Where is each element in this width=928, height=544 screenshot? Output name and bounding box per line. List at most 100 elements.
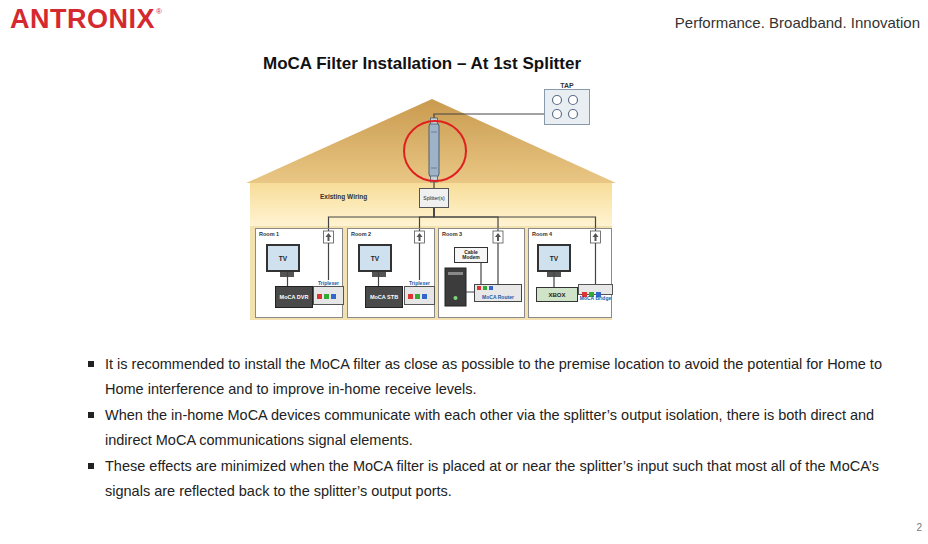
device-label: Splitter(s) (423, 195, 444, 201)
roof (246, 99, 616, 183)
outlet-arrow (326, 233, 332, 241)
port-square (483, 286, 487, 290)
bullet-text: These effects are minimized when the MoC… (88, 454, 910, 504)
bullet-text: When the in-home MoCA devices communicat… (88, 403, 910, 453)
port-square (415, 294, 420, 299)
pc-tower (445, 268, 466, 306)
device-label: MoCA DVR (280, 294, 309, 300)
port-square (422, 294, 427, 299)
router-ports (477, 286, 497, 292)
coax-wire (420, 208, 435, 280)
bullet-text: It is recommended to install the MoCA fi… (88, 352, 910, 402)
room-box: Room 3 Cable ModemMoCA Router (438, 228, 525, 318)
room-label: Room 3 (439, 229, 524, 239)
port-square (324, 294, 329, 299)
bridge-box: MoCA Bridge (578, 284, 613, 306)
coax-wire (329, 208, 435, 280)
coax-wire (434, 208, 596, 284)
port-square (477, 286, 481, 290)
wiring-label: Existing Wiring (320, 193, 367, 200)
room-fill (438, 228, 525, 318)
coax-wire (287, 272, 288, 286)
room-label: Room 1 (256, 229, 342, 239)
modem-box: Cable Modem (454, 247, 488, 263)
device-label: Triplexer (404, 280, 435, 286)
filter-band (431, 168, 437, 169)
outlet-plate (493, 231, 503, 243)
page-number: 2 (880, 522, 922, 533)
device-body (578, 284, 613, 295)
room-fill (347, 228, 435, 318)
pc-led (454, 296, 458, 300)
wall-outlet (324, 231, 334, 243)
pc-cable (466, 292, 474, 293)
device-body (404, 286, 435, 305)
device-label: MoCA Router (482, 294, 514, 300)
outlet-arrow (495, 233, 501, 241)
tap-box: TAP (544, 82, 590, 130)
floor-band (250, 226, 612, 320)
port-square (489, 286, 493, 290)
triplexer-box: Triplexer (404, 280, 435, 308)
device-label: TV (279, 255, 287, 262)
coax-wire (434, 208, 498, 284)
outlet-plate (591, 231, 601, 243)
room-box: Room 4 TV XBOX MoCA Bridge (528, 228, 612, 318)
slide-title: MoCA Filter Installation – At 1st Splitt… (150, 54, 694, 74)
room-box: Room 1 TV MoCA DVR Triplexer (255, 228, 343, 318)
outlet-arrow (593, 233, 599, 241)
logo-text: ANTRONIX (10, 4, 155, 35)
attic-band (250, 183, 612, 226)
router-box: MoCA Router (474, 284, 522, 302)
wall-outlet (591, 231, 601, 243)
filter-band (431, 132, 437, 133)
device-body (313, 286, 344, 305)
room-label: Room 2 (348, 229, 434, 239)
device-label: MoCA Bridge (578, 295, 613, 301)
device-ports (314, 292, 339, 301)
tagline: Performance. Broadband. Innovation (540, 14, 920, 31)
outlet-plate (324, 231, 334, 243)
wall-outlet (493, 231, 503, 243)
room-box: Room 2 TV MoCA STB Triplexer (347, 228, 435, 318)
tv-box: TV (537, 244, 571, 272)
room-fill (528, 228, 612, 318)
coax-wire (378, 272, 379, 286)
device-label: XBOX (548, 292, 565, 298)
port-square (408, 294, 413, 299)
device-body (544, 89, 590, 125)
pc-drive (448, 272, 463, 275)
tap-port (569, 110, 578, 119)
registered-mark: ® (156, 7, 162, 16)
tv-box: TV (266, 244, 300, 272)
splitter-box: Splitter(s) (419, 188, 449, 208)
stb-box: MoCA STB (365, 286, 403, 308)
tap-port (553, 96, 562, 105)
bullet-list: It is recommended to install the MoCA fi… (88, 352, 910, 505)
moca-filter (429, 123, 439, 177)
device-label: TV (550, 255, 558, 262)
tv-box: TV (358, 244, 392, 272)
xbox-box: XBOX (536, 287, 578, 302)
outlet-plate (415, 231, 425, 243)
port-square (331, 294, 336, 299)
wall-outlet (415, 231, 425, 243)
outlet-arrow (417, 233, 423, 241)
coax-wire (480, 263, 481, 284)
triplexer-box: Triplexer (313, 280, 344, 308)
coax-wire (553, 272, 554, 287)
room-fill (255, 228, 343, 318)
port-square (317, 294, 322, 299)
device-label: Cable Modem (455, 250, 487, 261)
device-ports (405, 292, 430, 301)
dvr-box: MoCA DVR (275, 286, 313, 308)
device-label: TV (371, 255, 379, 262)
room-label: Room 4 (529, 229, 611, 239)
tap-ports (545, 90, 585, 124)
device-label: MoCA STB (370, 294, 398, 300)
highlight-circle (404, 121, 466, 181)
tap-port (569, 96, 578, 105)
device-label: Triplexer (313, 280, 344, 286)
device-label: TAP (544, 82, 590, 89)
tap-port (553, 110, 562, 119)
